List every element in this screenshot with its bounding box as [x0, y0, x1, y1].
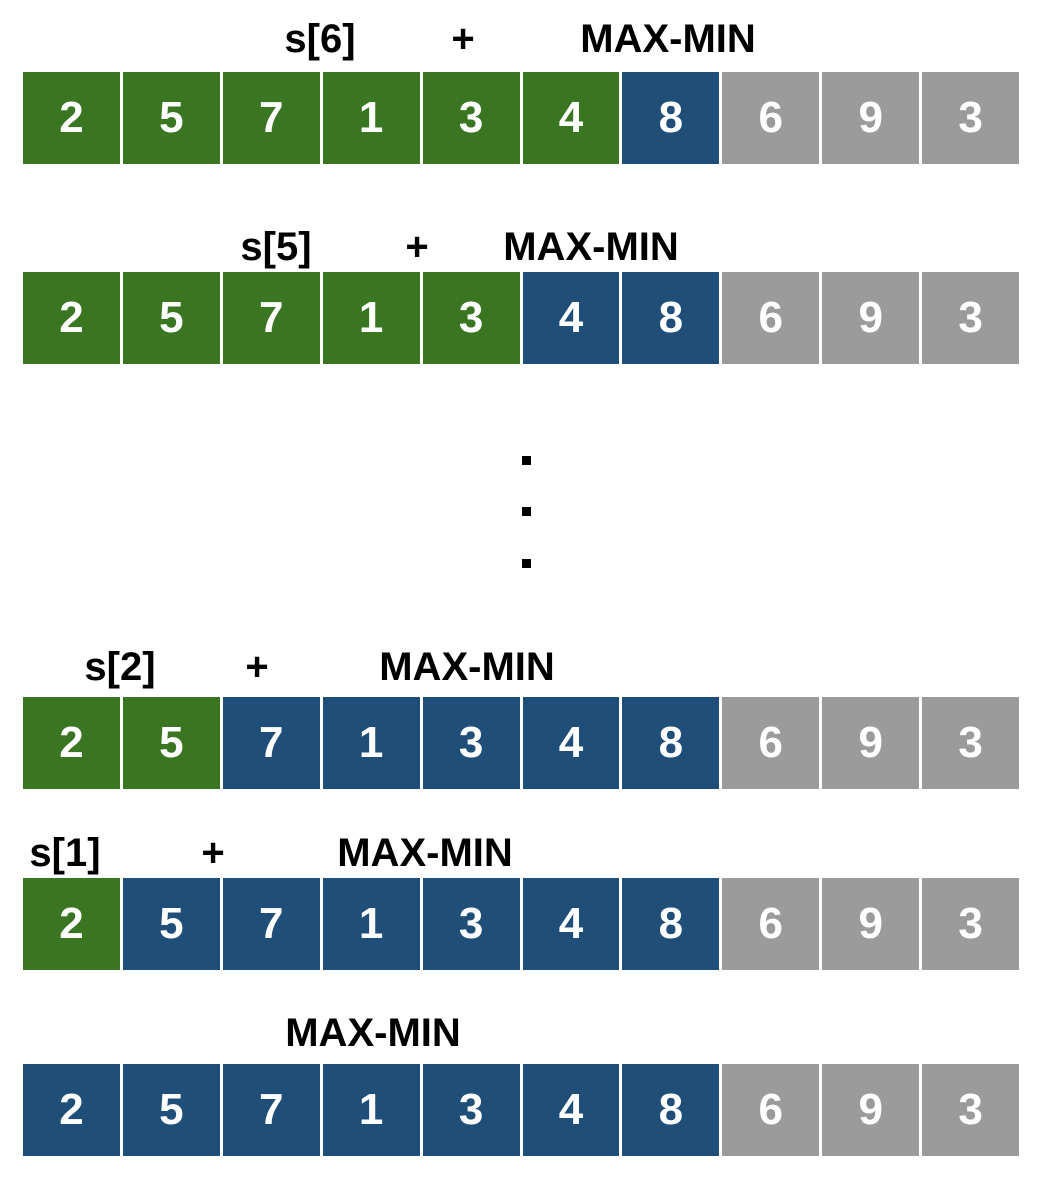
array-cell: 3: [922, 878, 1020, 970]
array-row: 2 5 7 1 3 4 8 6 9 3: [23, 72, 1020, 164]
array-cell: 1: [322, 72, 420, 164]
array-cell: 4: [522, 878, 620, 970]
prefix-sum-label: s[2]: [84, 645, 156, 689]
array-cell: 8: [622, 1064, 720, 1156]
array-cell: 6: [722, 72, 820, 164]
vertical-ellipsis: [0, 456, 1042, 568]
row-labels: MAX-MIN: [23, 1008, 1019, 1058]
plus-operator: +: [451, 17, 475, 61]
array-cell: 2: [23, 878, 120, 970]
array-cell: 7: [222, 878, 320, 970]
maxmin-label: MAX-MIN: [580, 17, 756, 61]
array-row: 2 5 7 1 3 4 8 6 9 3: [23, 1064, 1020, 1156]
array-cell: 6: [722, 1064, 820, 1156]
row-labels: s[1] + MAX-MIN: [23, 828, 1019, 878]
maxmin-label: MAX-MIN: [379, 645, 555, 689]
maxmin-label: MAX-MIN: [337, 831, 513, 875]
plus-operator: +: [201, 831, 225, 875]
prefix-sum-label: s[5]: [240, 225, 312, 269]
array-cell: 2: [23, 272, 120, 364]
prefix-sum-label: s[6]: [284, 17, 356, 61]
array-cell: 2: [23, 697, 120, 789]
array-cell: 6: [722, 697, 820, 789]
step-row-s1: s[1] + MAX-MIN 2 5 7 1 3 4 8 6 9 3: [0, 828, 1042, 970]
array-row: 2 5 7 1 3 4 8 6 9 3: [23, 272, 1020, 364]
array-cell: 6: [722, 878, 820, 970]
array-cell: 9: [822, 697, 920, 789]
step-row-s6: s[6] + MAX-MIN 2 5 7 1 3 4 8 6 9 3: [0, 14, 1042, 164]
maxmin-label: MAX-MIN: [285, 1011, 461, 1055]
array-row: 2 5 7 1 3 4 8 6 9 3: [23, 878, 1020, 970]
plus-operator: +: [245, 645, 269, 689]
array-cell: 3: [422, 697, 520, 789]
array-cell: 9: [822, 1064, 920, 1156]
array-cell: 1: [322, 878, 420, 970]
array-cell: 4: [522, 272, 620, 364]
array-cell: 2: [23, 72, 120, 164]
array-cell: 3: [422, 1064, 520, 1156]
row-labels: s[2] + MAX-MIN: [23, 642, 1019, 692]
ellipsis-dot: [522, 456, 531, 465]
plus-operator: +: [405, 225, 429, 269]
array-cell: 3: [922, 1064, 1020, 1156]
array-cell: 7: [222, 72, 320, 164]
array-cell: 3: [422, 272, 520, 364]
array-cell: 4: [522, 1064, 620, 1156]
ellipsis-dot: [522, 559, 531, 568]
array-cell: 8: [622, 72, 720, 164]
array-cell: 2: [23, 1064, 120, 1156]
array-cell: 7: [222, 272, 320, 364]
array-cell: 8: [622, 272, 720, 364]
ellipsis-dot: [522, 507, 531, 516]
maxmin-label: MAX-MIN: [503, 225, 679, 269]
row-labels: s[5] + MAX-MIN: [23, 222, 1019, 272]
array-cell: 1: [322, 272, 420, 364]
row-labels: s[6] + MAX-MIN: [23, 14, 1019, 64]
array-cell: 4: [522, 72, 620, 164]
array-cell: 9: [822, 878, 920, 970]
array-cell: 3: [922, 72, 1020, 164]
array-row: 2 5 7 1 3 4 8 6 9 3: [23, 697, 1020, 789]
array-cell: 3: [922, 272, 1020, 364]
prefix-sum-label: s[1]: [29, 831, 101, 875]
array-cell: 8: [622, 878, 720, 970]
array-cell: 5: [122, 72, 220, 164]
array-cell: 3: [422, 72, 520, 164]
array-cell: 5: [122, 272, 220, 364]
array-cell: 8: [622, 697, 720, 789]
array-cell: 3: [422, 878, 520, 970]
array-cell: 3: [922, 697, 1020, 789]
array-cell: 4: [522, 697, 620, 789]
array-cell: 1: [322, 1064, 420, 1156]
array-cell: 5: [122, 878, 220, 970]
array-cell: 7: [222, 697, 320, 789]
array-cell: 5: [122, 697, 220, 789]
array-cell: 6: [722, 272, 820, 364]
array-cell: 1: [322, 697, 420, 789]
array-cell: 5: [122, 1064, 220, 1156]
step-row-s5: s[5] + MAX-MIN 2 5 7 1 3 4 8 6 9 3: [0, 222, 1042, 364]
step-row-final: MAX-MIN 2 5 7 1 3 4 8 6 9 3: [0, 1008, 1042, 1156]
array-cell: 9: [822, 72, 920, 164]
array-cell: 7: [222, 1064, 320, 1156]
step-row-s2: s[2] + MAX-MIN 2 5 7 1 3 4 8 6 9 3: [0, 642, 1042, 789]
array-cell: 9: [822, 272, 920, 364]
